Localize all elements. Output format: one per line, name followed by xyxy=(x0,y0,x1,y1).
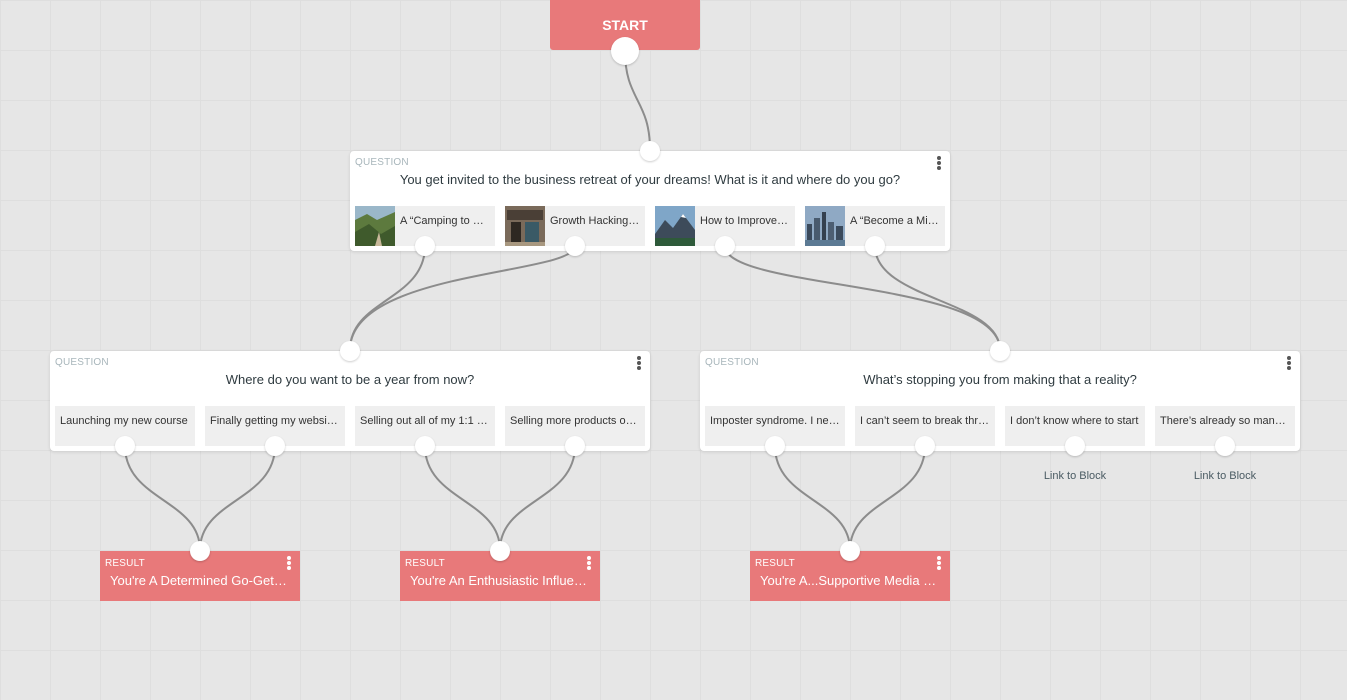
answer-output-handle[interactable] xyxy=(865,236,885,256)
more-options-icon[interactable] xyxy=(936,155,942,171)
answer-output-handle[interactable] xyxy=(1215,436,1235,456)
answer-text: A “Camping to Success” outdoor retreat xyxy=(400,215,490,227)
result-title: You're A Determined Go-Getter xyxy=(110,573,288,588)
answer-text: I don’t know where to start xyxy=(1010,415,1139,427)
answer-output-handle[interactable] xyxy=(915,436,935,456)
answer-text: I can’t seem to break through xyxy=(860,415,990,427)
question-block-3[interactable]: QUESTION What’s stopping you from making… xyxy=(700,351,1300,451)
more-options-icon[interactable] xyxy=(936,555,942,571)
answer-output-handle[interactable] xyxy=(565,236,585,256)
landscape-thumbnail xyxy=(355,206,395,246)
start-label: START xyxy=(602,17,648,33)
answer-text: Selling more products online xyxy=(510,415,640,427)
answer-output-handle[interactable] xyxy=(565,436,585,456)
link-to-block-link[interactable]: Link to Block xyxy=(1043,470,1107,482)
question-title: Where do you want to be a year from now? xyxy=(225,372,475,387)
question-title: What’s stopping you from making that a r… xyxy=(863,372,1137,387)
answer-output-handle[interactable] xyxy=(715,236,735,256)
more-options-icon[interactable] xyxy=(1286,355,1292,371)
question-block-1[interactable]: QUESTION You get invited to the business… xyxy=(350,151,950,251)
start-output-handle[interactable] xyxy=(611,37,639,65)
result-1-input-handle[interactable] xyxy=(190,541,210,561)
answer-text: Imposter syndrome. I never feel ready xyxy=(710,415,840,427)
answer-text: Launching my new course xyxy=(60,415,188,427)
building-thumbnail xyxy=(505,206,545,246)
answer-text: Selling out all of my 1:1 coaching xyxy=(360,415,490,427)
block-type-label: RESULT xyxy=(405,558,445,569)
answer-output-handle[interactable] xyxy=(115,436,135,456)
block-type-label: QUESTION xyxy=(705,357,759,368)
question-1-input-handle[interactable] xyxy=(640,141,660,161)
answer-output-handle[interactable] xyxy=(265,436,285,456)
block-type-label: RESULT xyxy=(105,558,145,569)
mountain-thumbnail xyxy=(655,206,695,246)
answer-output-handle[interactable] xyxy=(765,436,785,456)
answer-output-handle[interactable] xyxy=(1065,436,1085,456)
question-2-input-handle[interactable] xyxy=(340,341,360,361)
result-title: You're An Enthusiastic Influencer xyxy=(410,573,588,588)
result-title: You're A...Supportive Media Maven xyxy=(760,573,938,588)
block-type-label: RESULT xyxy=(755,558,795,569)
answer-text: A “Become a Millionaire” seminar in New … xyxy=(850,215,940,227)
more-options-icon[interactable] xyxy=(286,555,292,571)
more-options-icon[interactable] xyxy=(636,355,642,371)
link-to-block-link[interactable]: Link to Block xyxy=(1193,470,1257,482)
answer-text: How to Improve Your Business in the moun… xyxy=(700,215,790,227)
result-3-input-handle[interactable] xyxy=(840,541,860,561)
city-skyline-thumbnail xyxy=(805,206,845,246)
block-type-label: QUESTION xyxy=(55,357,109,368)
result-2-input-handle[interactable] xyxy=(490,541,510,561)
answer-option[interactable]: How to Improve Your Business in the moun… xyxy=(655,206,795,246)
answer-output-handle[interactable] xyxy=(415,436,435,456)
question-block-2[interactable]: QUESTION Where do you want to be a year … xyxy=(50,351,650,451)
block-type-label: QUESTION xyxy=(355,157,409,168)
answer-output-handle[interactable] xyxy=(415,236,435,256)
answer-text: Growth Hacking Summit in the city xyxy=(550,215,640,227)
answer-text: Finally getting my website launched xyxy=(210,415,340,427)
more-options-icon[interactable] xyxy=(586,555,592,571)
answer-text: There’s already so many people doing it xyxy=(1160,415,1290,427)
question-3-input-handle[interactable] xyxy=(990,341,1010,361)
question-title: You get invited to the business retreat … xyxy=(399,172,901,187)
